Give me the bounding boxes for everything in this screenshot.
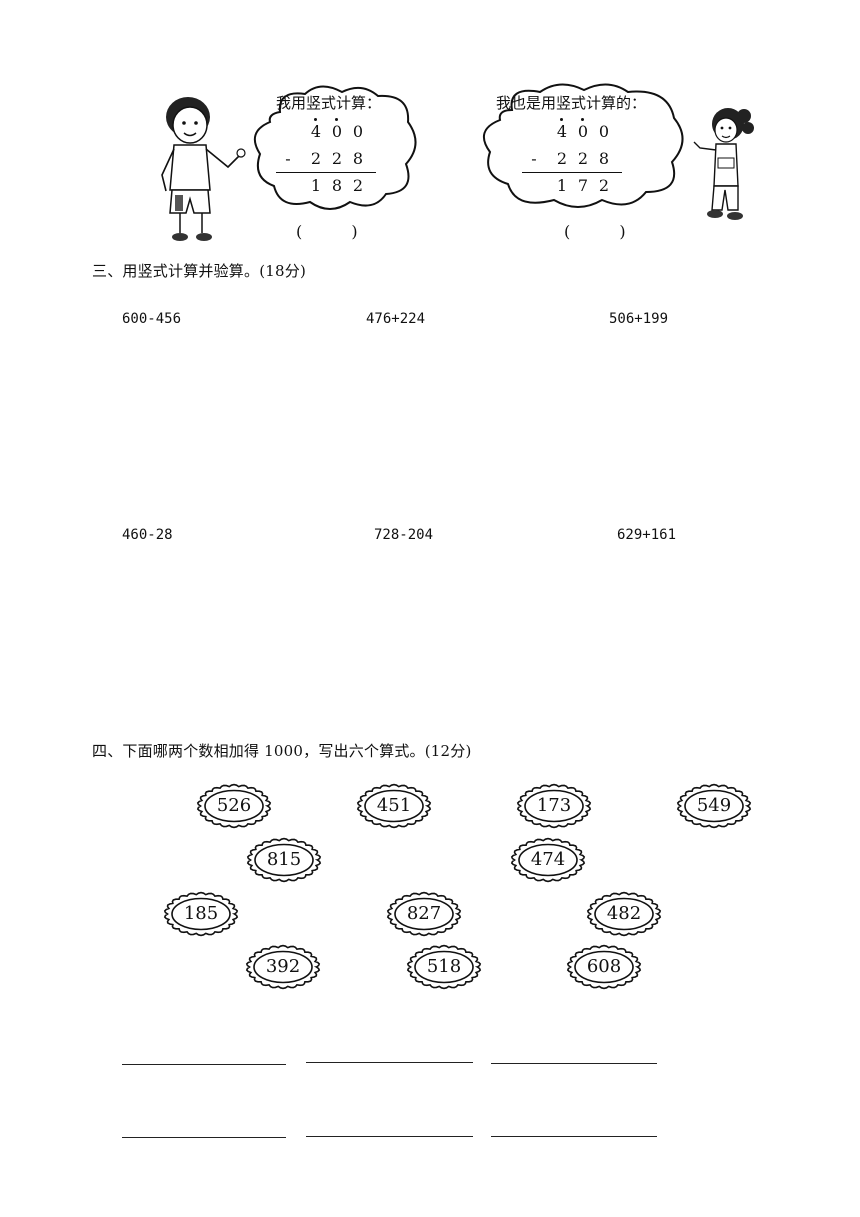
number-badge: 815 bbox=[246, 837, 322, 883]
girl-vertical-calculation: 4 0 0 - 2 2 8 1 7 2 bbox=[522, 118, 632, 198]
boy-answer-parens[interactable]: ( ) bbox=[296, 222, 380, 241]
number-value: 827 bbox=[406, 903, 442, 924]
digit: 0 bbox=[577, 122, 589, 141]
girl-speech-cloud: 我也是用竖式计算的： 4 0 0 - 2 2 8 1 7 2 bbox=[478, 80, 690, 212]
number-value: 815 bbox=[266, 849, 302, 870]
boy-vertical-calculation: 4 0 0 - 2 2 8 1 8 2 bbox=[276, 118, 386, 198]
digit: 8 bbox=[352, 149, 364, 168]
scalloped-oval-icon bbox=[676, 783, 752, 829]
expression-728-204: 728-204 bbox=[374, 527, 434, 543]
answer-line-5[interactable] bbox=[306, 1136, 473, 1137]
number-value: 451 bbox=[376, 795, 412, 816]
scalloped-oval-icon bbox=[510, 837, 586, 883]
calc-rule bbox=[522, 172, 622, 173]
digit: 2 bbox=[310, 149, 322, 168]
digit: 8 bbox=[598, 149, 610, 168]
number-value: 474 bbox=[530, 849, 566, 870]
digit: 2 bbox=[556, 149, 568, 168]
calc-rule bbox=[276, 172, 376, 173]
scalloped-oval-icon bbox=[356, 783, 432, 829]
digit: 0 bbox=[352, 122, 364, 141]
section4-heading: 四、下面哪两个数相加得 1000，写出六个算式。(12分) bbox=[92, 742, 472, 760]
number-badge: 451 bbox=[356, 783, 432, 829]
girl-answer-parens[interactable]: ( ) bbox=[564, 222, 648, 241]
digit: 1 bbox=[556, 176, 568, 195]
digit: 0 bbox=[598, 122, 610, 141]
scalloped-oval-icon bbox=[245, 944, 321, 990]
digit: 8 bbox=[331, 176, 343, 195]
number-badge: 526 bbox=[196, 783, 272, 829]
digit: 2 bbox=[331, 149, 343, 168]
minus-sign: - bbox=[531, 149, 537, 168]
number-badge: 518 bbox=[406, 944, 482, 990]
scalloped-oval-icon bbox=[516, 783, 592, 829]
expression-476-224: 476+224 bbox=[366, 311, 426, 327]
scalloped-oval-icon bbox=[566, 944, 642, 990]
scalloped-oval-icon bbox=[386, 891, 462, 937]
digit: 7 bbox=[577, 176, 589, 195]
scalloped-oval-icon bbox=[163, 891, 239, 937]
digit: 2 bbox=[577, 149, 589, 168]
number-value: 185 bbox=[183, 903, 219, 924]
answer-line-4[interactable] bbox=[122, 1137, 286, 1138]
answer-line-1[interactable] bbox=[122, 1064, 286, 1065]
digit: 0 bbox=[331, 122, 343, 141]
digit: 4 bbox=[310, 122, 322, 141]
digit: 2 bbox=[598, 176, 610, 195]
number-badge: 482 bbox=[586, 891, 662, 937]
cloud-outline-icon bbox=[482, 83, 684, 208]
cloud-outline-icon bbox=[253, 85, 417, 210]
boy-speech-cloud: 我用竖式计算： 4 0 0 - 2 2 8 1 8 2 bbox=[250, 82, 420, 214]
boy-speech-text: 我用竖式计算： bbox=[276, 94, 382, 112]
number-badge: 392 bbox=[245, 944, 321, 990]
number-badge: 827 bbox=[386, 891, 462, 937]
number-value: 482 bbox=[606, 903, 642, 924]
digit: 1 bbox=[310, 176, 322, 195]
answer-line-6[interactable] bbox=[491, 1136, 657, 1137]
scalloped-oval-icon bbox=[196, 783, 272, 829]
girl-speech-text: 我也是用竖式计算的： bbox=[496, 94, 647, 112]
number-badge: 549 bbox=[676, 783, 752, 829]
number-badge: 185 bbox=[163, 891, 239, 937]
number-badge: 474 bbox=[510, 837, 586, 883]
digit: 2 bbox=[352, 176, 364, 195]
digit: 4 bbox=[556, 122, 568, 141]
scalloped-oval-icon bbox=[246, 837, 322, 883]
number-badge: 173 bbox=[516, 783, 592, 829]
section3-heading: 三、用竖式计算并验算。(18分) bbox=[92, 262, 306, 280]
number-badge: 608 bbox=[566, 944, 642, 990]
number-value: 518 bbox=[426, 956, 462, 977]
number-value: 549 bbox=[696, 795, 732, 816]
number-value: 173 bbox=[536, 795, 572, 816]
answer-line-3[interactable] bbox=[491, 1063, 657, 1064]
answer-line-2[interactable] bbox=[306, 1062, 473, 1063]
minus-sign: - bbox=[285, 149, 291, 168]
expression-506-199: 506+199 bbox=[609, 311, 669, 327]
number-value: 608 bbox=[586, 956, 622, 977]
scalloped-oval-icon bbox=[406, 944, 482, 990]
boy-illustration bbox=[161, 97, 246, 241]
number-value: 526 bbox=[216, 795, 252, 816]
scalloped-oval-icon bbox=[586, 891, 662, 937]
expression-600-456: 600-456 bbox=[122, 311, 182, 327]
expression-460-28: 460-28 bbox=[122, 527, 173, 543]
expression-629-161: 629+161 bbox=[617, 527, 677, 543]
girl-illustration bbox=[693, 108, 754, 220]
number-value: 392 bbox=[265, 956, 301, 977]
